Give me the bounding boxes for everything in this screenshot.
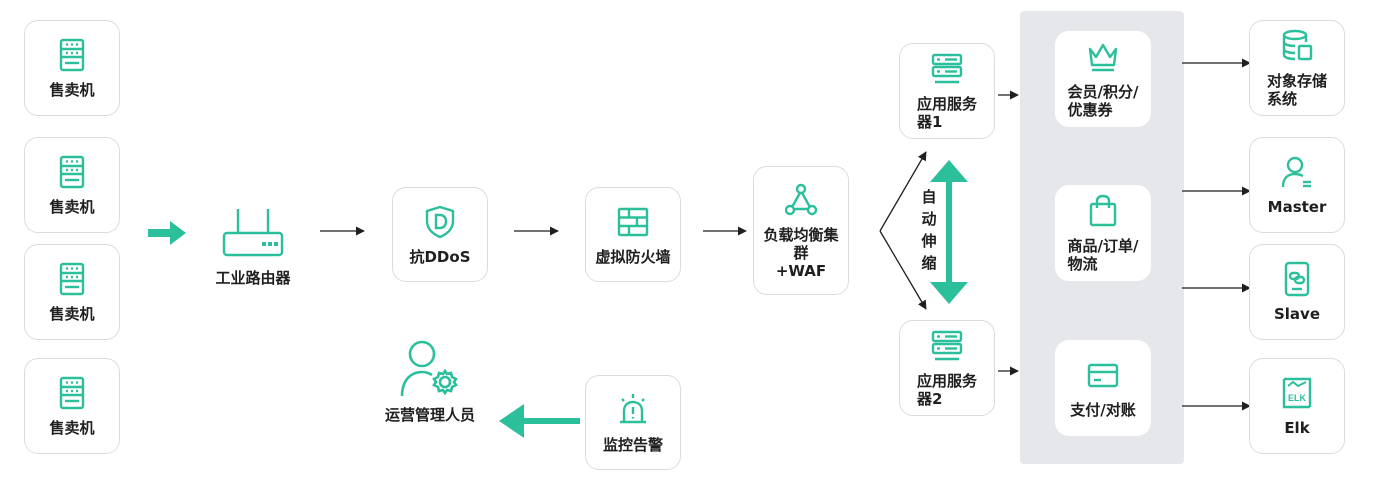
app-server-2-label: 应用服务 器2 [916,372,977,408]
arrow-vending-router [148,221,186,245]
db-master-node[interactable]: Master [1249,137,1345,233]
industrial-router[interactable]: 工业路由器 [200,205,306,287]
vending-machine-icon [54,37,90,73]
operations-staff-label: 运营管理人员 [384,406,475,424]
network-icon [783,182,819,218]
server-icon [929,51,965,87]
server-icon [929,328,965,364]
crown-icon [1085,39,1121,75]
vending-machine-icon [54,154,90,190]
monitoring-alert-node[interactable]: 监控告警 [585,375,681,470]
elk-icon: ELK [1279,375,1315,411]
virtual-firewall-node[interactable]: 虚拟防火墙 [585,187,681,282]
service-orders[interactable]: 商品/订单/ 物流 [1055,185,1151,281]
app-server-1-label: 应用服务 器1 [916,95,977,131]
anti-ddos-node[interactable]: 抗DDoS [392,187,488,282]
firewall-icon [615,204,651,240]
link-icon [1279,261,1315,297]
load-balancer-label: 负载均衡集 群 +WAF [763,225,839,280]
vending-machine-icon [54,375,90,411]
virtual-firewall-label: 虚拟防火墙 [595,247,671,266]
autoscale-label: 自 动 伸 缩 [921,188,937,272]
elk-node[interactable]: ELK Elk [1249,358,1345,454]
arrow-monitor-ops [499,404,580,438]
router-icon [222,209,284,257]
load-balancer-node[interactable]: 负载均衡集 群 +WAF [753,166,849,295]
vending-machine-2[interactable]: 售卖机 [24,137,120,233]
db-slave-label: Slave [1273,305,1321,323]
db-master-label: Master [1267,198,1327,216]
service-payment-label: 支付/对账 [1070,401,1136,419]
alarm-icon [615,392,651,428]
object-storage-node[interactable]: 对象存储 系统 [1249,20,1345,116]
service-membership-label: 会员/积分/ 优惠券 [1067,83,1139,119]
vending-machine-label: 售卖机 [49,81,95,99]
vending-machine-label: 售卖机 [49,305,95,323]
vending-machine-4[interactable]: 售卖机 [24,358,120,454]
router-label: 工业路由器 [215,269,291,287]
payment-card-icon [1085,357,1121,393]
app-server-1[interactable]: 应用服务 器1 [899,43,995,139]
shopping-bag-icon [1085,193,1121,229]
elk-icon-text: ELK [1288,393,1307,403]
vending-machine-icon [54,261,90,297]
service-payment[interactable]: 支付/对账 [1055,340,1151,436]
shield-icon [422,204,458,240]
user-icon [1279,154,1315,190]
db-slave-node[interactable]: Slave [1249,244,1345,340]
admin-user-icon [400,340,458,397]
monitoring-alert-label: 监控告警 [602,435,663,454]
vending-machine-label: 售卖机 [49,198,95,216]
object-storage-label: 对象存储 系统 [1266,72,1327,108]
vending-machine-3[interactable]: 售卖机 [24,244,120,340]
storage-icon [1279,28,1315,64]
elk-label: Elk [1284,419,1310,437]
anti-ddos-label: 抗DDoS [409,247,471,266]
app-server-2[interactable]: 应用服务 器2 [899,320,995,416]
vending-machine-label: 售卖机 [49,419,95,437]
service-membership[interactable]: 会员/积分/ 优惠券 [1055,31,1151,127]
service-orders-label: 商品/订单/ 物流 [1067,237,1139,273]
vending-machine-1[interactable]: 售卖机 [24,20,120,116]
operations-staff[interactable]: 运营管理人员 [372,338,488,424]
